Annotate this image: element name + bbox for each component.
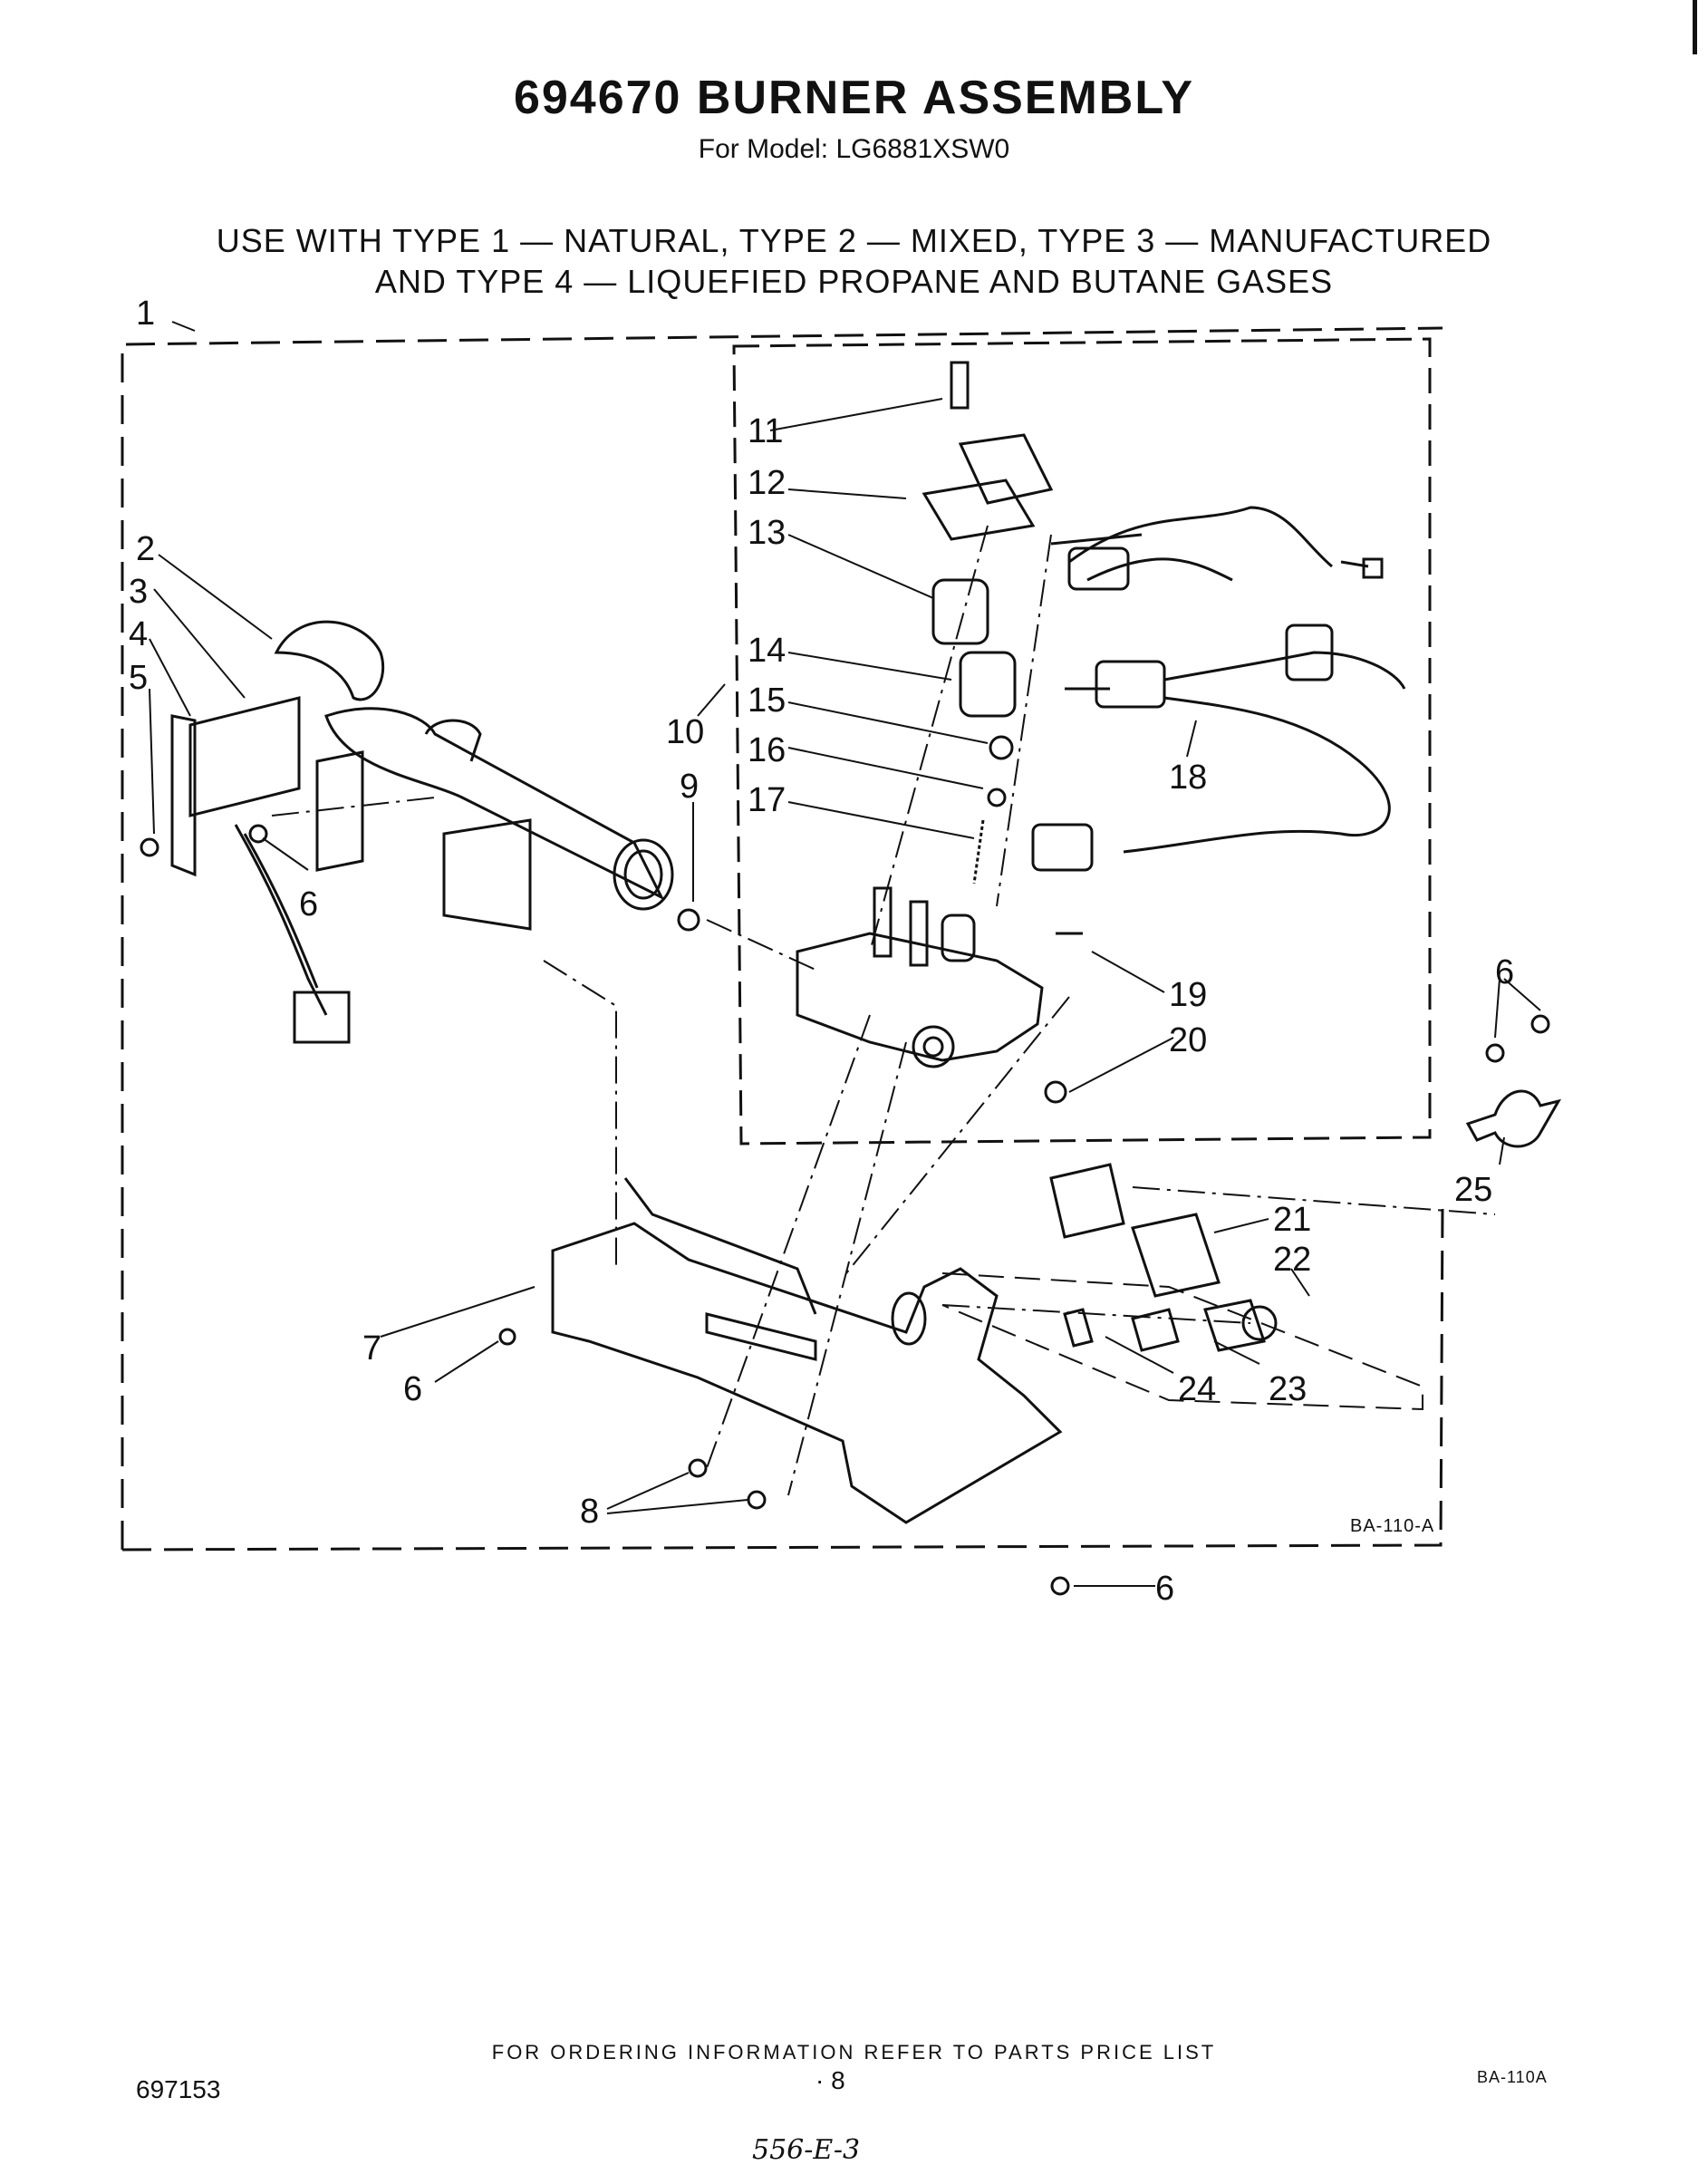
leader-lines	[149, 321, 1541, 1587]
callout-10: 10	[666, 713, 704, 751]
edge-mark	[1693, 0, 1697, 54]
callout-13: 13	[748, 514, 786, 552]
callout-6-clip: 6	[1495, 953, 1514, 991]
callout-2: 2	[136, 530, 155, 568]
callout-5: 5	[129, 659, 148, 697]
callout-20: 20	[1169, 1021, 1207, 1059]
screws	[140, 824, 1550, 1596]
callout-16: 16	[748, 731, 786, 769]
callout-24: 24	[1178, 1370, 1216, 1408]
callout-21: 21	[1273, 1201, 1311, 1239]
valve-upper-parts	[922, 361, 1143, 884]
callout-6-bottom: 6	[1155, 1570, 1174, 1608]
model-subtitle: For Model: LG6881XSW0	[698, 134, 1010, 164]
callout-6-igniter: 6	[299, 885, 318, 923]
callout-14: 14	[748, 632, 786, 670]
callout-9: 9	[680, 768, 699, 806]
igniter-bracket	[170, 696, 364, 1044]
callout-4: 4	[129, 615, 148, 653]
shield-plate	[442, 818, 532, 931]
callout-3: 3	[129, 573, 148, 611]
callout-17: 17	[748, 781, 786, 819]
callout-6-bracket: 6	[403, 1370, 422, 1408]
gas-type-line-2: AND TYPE 4 — LIQUEFIED PROPANE AND BUTAN…	[374, 263, 1334, 300]
callout-7: 7	[362, 1329, 381, 1368]
callout-25: 25	[1454, 1171, 1492, 1209]
callout-8: 8	[580, 1493, 599, 1531]
page-number: · 8	[815, 2066, 845, 2094]
figure-code: BA-110-A	[1350, 1516, 1434, 1536]
outer-boundary	[121, 326, 1444, 1552]
guide-lines	[271, 525, 1496, 1496]
callout-15: 15	[748, 682, 786, 720]
valve-group-boundary	[732, 337, 1432, 1146]
callout-18: 18	[1169, 759, 1207, 797]
gas-type-line-1: USE WITH TYPE 1 — NATURAL, TYPE 2 — MIXE…	[216, 222, 1492, 259]
callout-labels: 1 2 3 4 5 6 6 6 6 7 8 9 10 11 12 13 14 1…	[129, 295, 1514, 1608]
part-number: 697153	[136, 2075, 221, 2103]
callout-1: 1	[136, 295, 155, 333]
mounting-bracket	[551, 1177, 1063, 1524]
pipe-clip	[1465, 1089, 1562, 1148]
burner-tube	[274, 620, 674, 911]
wire-harness	[1031, 506, 1406, 872]
pipe-fittings	[1049, 1163, 1278, 1352]
callout-19: 19	[1169, 976, 1207, 1014]
callout-12: 12	[748, 464, 786, 502]
handwritten-note: 556-E-3	[752, 2134, 861, 2166]
ordering-note: FOR ORDERING INFORMATION REFER TO PARTS …	[491, 2041, 1217, 2064]
fitting-group-box	[941, 1272, 1423, 1411]
valve-body	[796, 886, 1083, 1068]
document-code: BA-110A	[1477, 2068, 1548, 2086]
page-title: 694670 BURNER ASSEMBLY	[513, 72, 1195, 124]
callout-11: 11	[748, 412, 783, 450]
callout-22: 22	[1273, 1241, 1311, 1279]
callout-23: 23	[1269, 1370, 1307, 1408]
